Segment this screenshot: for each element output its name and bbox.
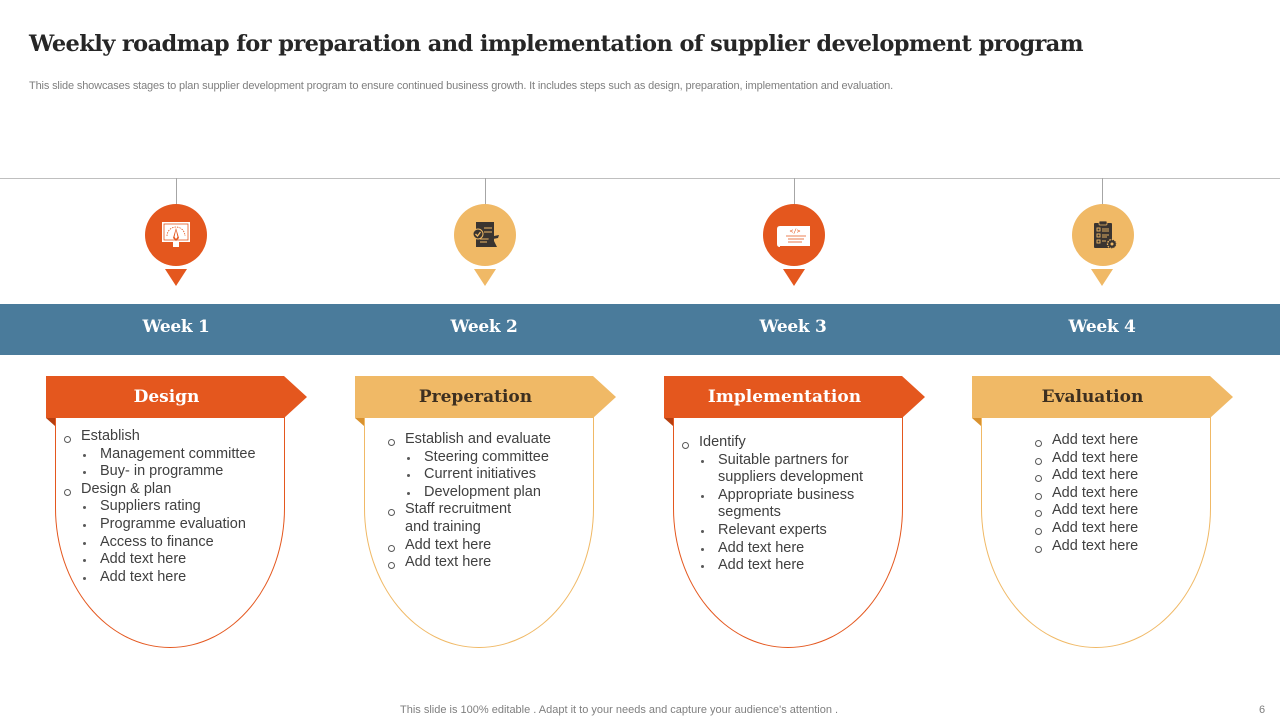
- card-body: [364, 406, 594, 648]
- list-item: Design & plan: [62, 481, 256, 499]
- week-4-pin: [1072, 204, 1134, 266]
- connector-week-4: [1102, 178, 1103, 206]
- list-subitem: Appropriate business segments: [680, 487, 885, 522]
- list-subitem: Access to finance: [62, 534, 256, 552]
- banner-fold: [355, 418, 364, 426]
- week-4-label: Week 4: [1068, 317, 1136, 337]
- svg-text:</>: </>: [790, 228, 801, 235]
- stage-card-design: Design Establish Management committee Bu…: [46, 376, 308, 651]
- stage-title-banner: Evaluation: [972, 376, 1233, 418]
- list-item: Add text here: [1033, 485, 1138, 503]
- list-subitem: Steering committee: [386, 449, 551, 467]
- card-body: [981, 406, 1211, 648]
- list-subitem: Add text here: [680, 557, 885, 575]
- stage-list: Establish and evaluate Steering committe…: [386, 431, 551, 572]
- week-1-pointer: [165, 269, 187, 286]
- list-subitem: Buy- in programme: [62, 463, 256, 481]
- list-subitem: Current initiatives: [386, 466, 551, 484]
- list-item: Add text here: [1033, 502, 1138, 520]
- list-item: Staff recruitment and training: [386, 501, 526, 536]
- connector-week-1: [176, 178, 177, 206]
- page-number: 6: [1259, 704, 1266, 716]
- week-1-label: Week 1: [142, 317, 210, 337]
- stage-title: Evaluation: [1041, 387, 1144, 407]
- list-item: Add text here: [386, 554, 551, 572]
- banner-fold: [46, 418, 55, 426]
- weeks-band: [0, 304, 1280, 355]
- list-item: Add text here: [1033, 520, 1138, 538]
- code-scroll-icon: </>: [777, 226, 810, 247]
- list-subitem: Add text here: [62, 569, 256, 587]
- list-item: Add text here: [1033, 538, 1138, 556]
- list-subitem: Programme evaluation: [62, 516, 256, 534]
- list-item: Add text here: [1033, 450, 1138, 468]
- list-item: Add text here: [386, 537, 551, 555]
- week-4-pointer: [1091, 269, 1113, 286]
- timeline-line: [0, 178, 1280, 179]
- slide-subtitle: This slide showcases stages to plan supp…: [29, 80, 894, 92]
- list-subitem: Add text here: [62, 551, 256, 569]
- week-2-label: Week 2: [450, 317, 518, 337]
- stage-title-banner: Design: [46, 376, 307, 418]
- week-1-pin: [145, 204, 207, 266]
- banner-fold: [664, 418, 673, 426]
- banner-fold: [972, 418, 981, 426]
- week-3-pointer: [783, 269, 805, 286]
- list-subitem: Add text here: [680, 540, 885, 558]
- card-body: [55, 406, 285, 648]
- list-subitem: Relevant experts: [680, 522, 885, 540]
- connector-week-2: [485, 178, 486, 206]
- stage-title: Preperation: [418, 387, 533, 407]
- checklist-notepad-icon: [472, 220, 499, 247]
- list-item: Establish: [62, 428, 256, 446]
- list-subitem: Development plan: [386, 484, 551, 502]
- list-item: Identify: [680, 434, 885, 452]
- list-item: Add text here: [1033, 432, 1138, 450]
- stage-title: Design: [133, 387, 200, 407]
- stage-card-preperation: Preperation Establish and evaluate Steer…: [355, 376, 617, 651]
- week-3-label: Week 3: [759, 317, 827, 337]
- list-item: Add text here: [1033, 467, 1138, 485]
- stage-list: Establish Management committee Buy- in p…: [62, 428, 256, 586]
- slide-footer: This slide is 100% editable . Adapt it t…: [400, 704, 839, 716]
- stage-card-implementation: Implementation Identify Suitable partner…: [664, 376, 926, 651]
- stage-card-evaluation: Evaluation Add text here Add text here A…: [972, 376, 1234, 651]
- stage-list: Add text here Add text here Add text her…: [1033, 432, 1138, 555]
- connector-week-3: [794, 178, 795, 206]
- stage-title-banner: Preperation: [355, 376, 616, 418]
- list-subitem: Suppliers rating: [62, 498, 256, 516]
- clipboard-gear-icon: [1094, 220, 1118, 250]
- week-2-pin: [454, 204, 516, 266]
- week-3-pin: </>: [763, 204, 825, 266]
- blueprint-design-icon: [162, 222, 190, 247]
- week-2-pointer: [474, 269, 496, 286]
- slide-title: Weekly roadmap for preparation and imple…: [29, 31, 1084, 57]
- stage-title: Implementation: [707, 387, 862, 407]
- stage-list: Identify Suitable partners for suppliers…: [680, 434, 885, 575]
- list-subitem: Management committee: [62, 446, 256, 464]
- list-subitem: Suitable partners for suppliers developm…: [680, 452, 885, 487]
- card-body: [673, 406, 903, 648]
- list-item: Establish and evaluate: [386, 431, 551, 449]
- stage-title-banner: Implementation: [664, 376, 925, 418]
